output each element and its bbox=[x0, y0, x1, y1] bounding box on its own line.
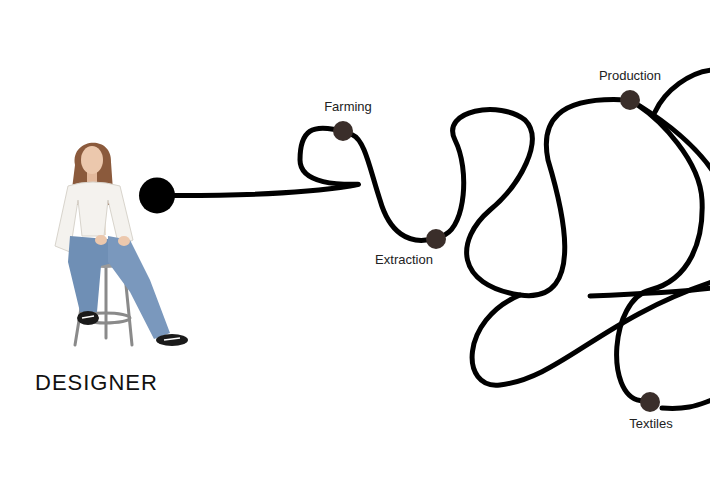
tangle-line bbox=[662, 400, 710, 408]
tangle-line bbox=[472, 282, 710, 385]
stage-dot: Extraction bbox=[426, 229, 446, 249]
path-connector bbox=[157, 128, 358, 195]
stage-dot: Production bbox=[620, 90, 640, 110]
stage-dot: Textiles bbox=[640, 392, 660, 412]
stage-label: Textiles bbox=[629, 416, 672, 432]
role-label: DESIGNER bbox=[35, 370, 158, 396]
start-dot bbox=[139, 177, 175, 213]
path-connector bbox=[445, 100, 620, 296]
stage-label: Farming bbox=[324, 99, 372, 115]
tangle-line bbox=[655, 70, 710, 112]
stage-label: Production bbox=[599, 68, 661, 84]
stage-dot: Farming bbox=[333, 121, 353, 141]
designer-node: DESIGNER bbox=[45, 135, 157, 255]
path-connector bbox=[617, 106, 703, 401]
stage-label: Extraction bbox=[375, 252, 433, 268]
path-connector bbox=[352, 135, 426, 241]
